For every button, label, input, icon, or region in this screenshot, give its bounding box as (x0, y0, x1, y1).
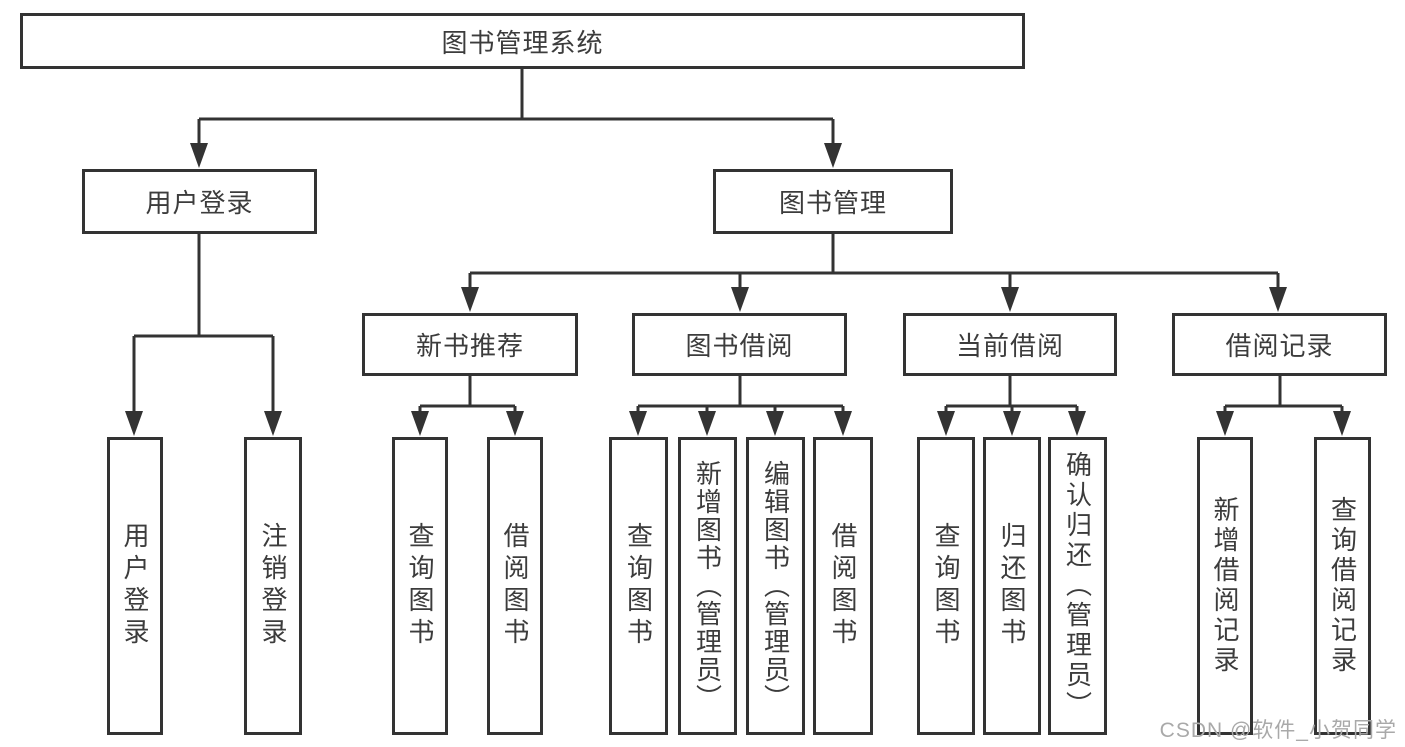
leaf-edit-book-admin: 编辑图书（管理员） (746, 437, 805, 735)
node-new-book-recommendation: 新书推荐 (362, 313, 578, 376)
leaf-return-book: 归还图书 (983, 437, 1041, 735)
leaf-user-login: 用户登录 (107, 437, 163, 735)
node-borrowing-records: 借阅记录 (1172, 313, 1387, 376)
leaf-query-book-current: 查询图书 (917, 437, 975, 735)
node-library-system: 图书管理系统 (20, 13, 1025, 69)
leaf-query-book-borrow: 查询图书 (609, 437, 668, 735)
leaf-query-borrow-record: 查询借阅记录 (1314, 437, 1371, 735)
leaf-logout: 注销登录 (244, 437, 302, 735)
node-book-management: 图书管理 (713, 169, 953, 234)
node-current-borrowing: 当前借阅 (903, 313, 1117, 376)
node-book-borrowing: 图书借阅 (632, 313, 847, 376)
leaf-add-borrow-record: 新增借阅记录 (1197, 437, 1253, 735)
leaf-borrow-book: 借阅图书 (813, 437, 873, 735)
watermark: CSDN @软件_小贺同学 (1159, 719, 1397, 742)
leaf-borrow-book-recommend: 借阅图书 (487, 437, 543, 735)
node-user-login: 用户登录 (82, 169, 317, 234)
leaf-query-book-recommend: 查询图书 (392, 437, 448, 735)
leaf-confirm-return-admin: 确认归还（管理员） (1048, 437, 1107, 735)
leaf-add-book-admin: 新增图书（管理员） (678, 437, 737, 735)
